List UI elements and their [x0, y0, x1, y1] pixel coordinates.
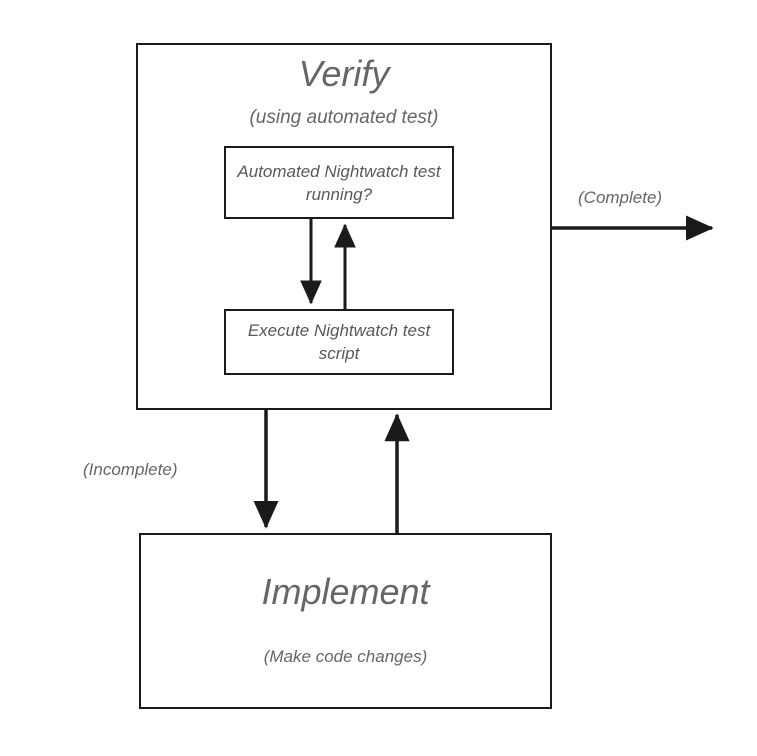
verify-title: Verify	[298, 53, 390, 94]
incomplete-edge-label: (Incomplete)	[83, 460, 178, 479]
check-test-running-box[interactable]: Automated Nightwatch test running?	[224, 146, 454, 219]
implement-title: Implement	[261, 571, 430, 612]
implement-subtitle: (Make code changes)	[263, 647, 428, 666]
implement-box[interactable]	[139, 533, 552, 709]
check-test-running-label: Automated Nightwatch test running?	[237, 161, 441, 204]
execute-test-script-label: Execute Nightwatch test script	[247, 321, 431, 363]
execute-test-script-box[interactable]: Execute Nightwatch test script	[224, 309, 454, 375]
complete-edge-label: (Complete)	[578, 188, 663, 207]
verify-subtitle: (using automated test)	[249, 107, 439, 128]
